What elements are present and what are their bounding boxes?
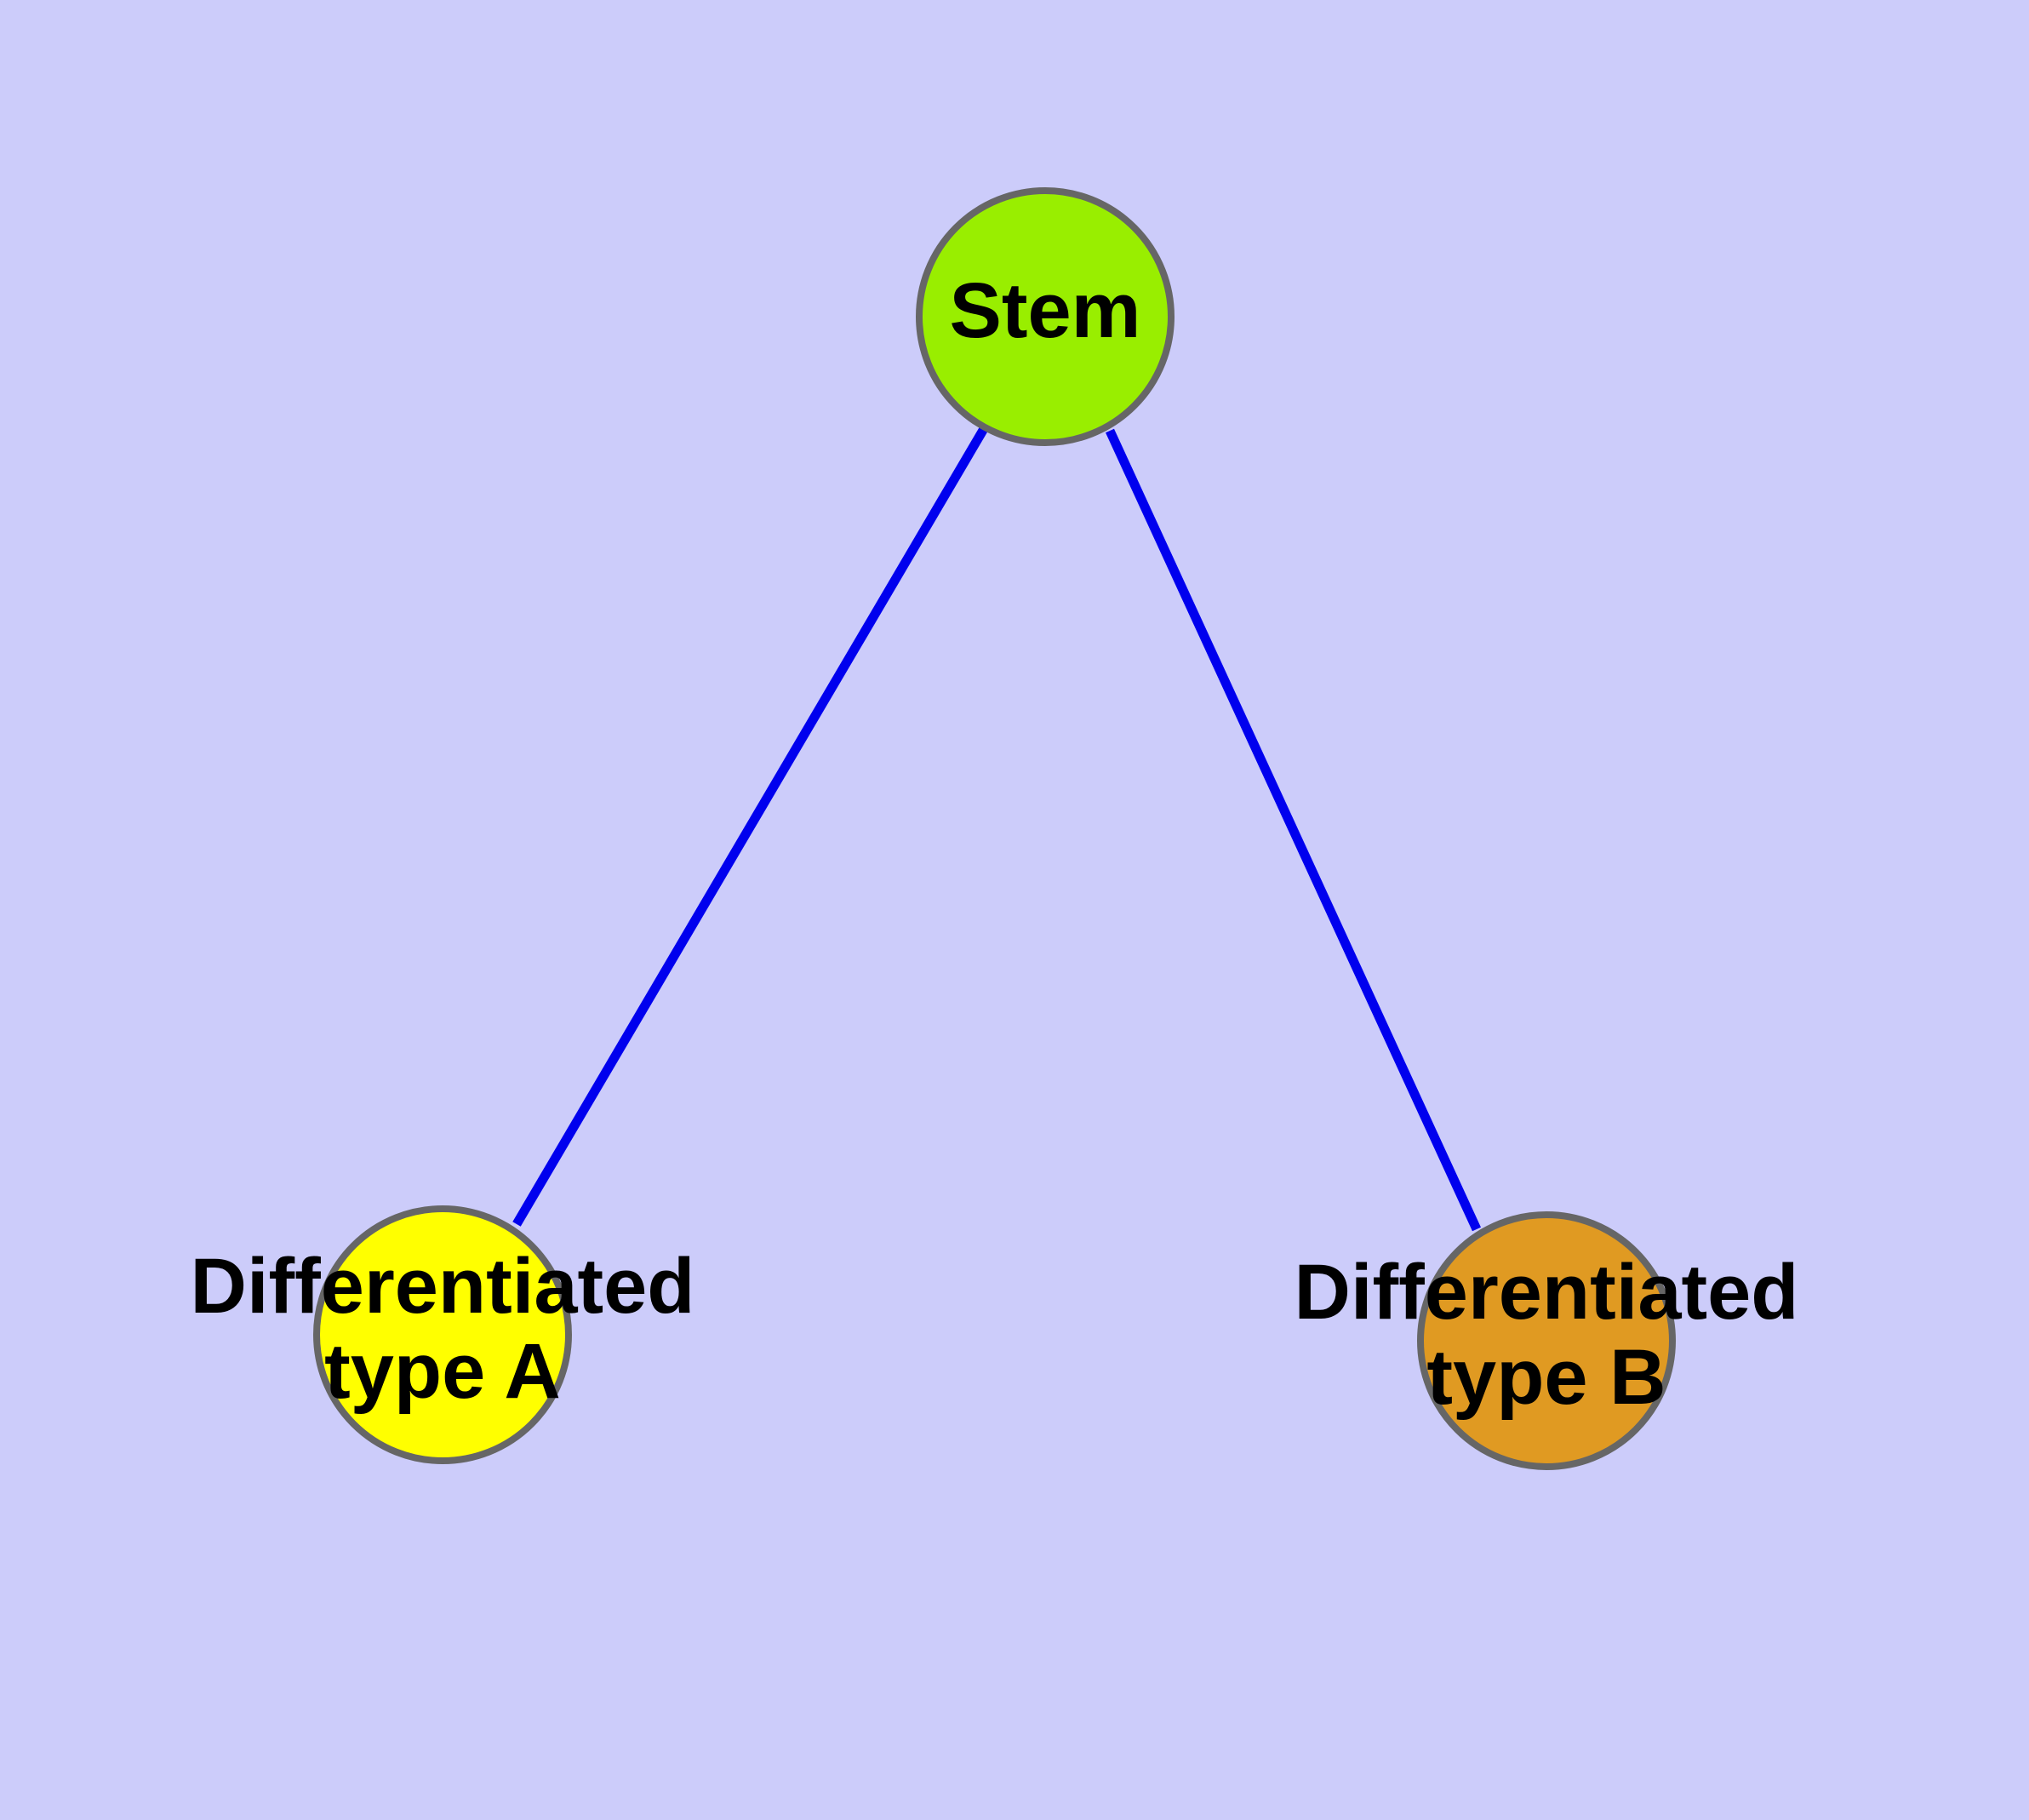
nodes-group <box>313 187 1676 1470</box>
edges-group <box>512 425 1481 1232</box>
node-differentiated-type-b[interactable] <box>1417 1211 1676 1470</box>
node-differentiated-type-a[interactable] <box>313 1205 572 1464</box>
node-label-line: Differentiated <box>191 1243 695 1330</box>
node-label-line: type A <box>324 1328 561 1415</box>
node-label-line: type B <box>1426 1334 1666 1421</box>
node-label-line: Differentiated <box>1295 1249 1799 1336</box>
node-label-line: Stem <box>950 267 1141 354</box>
edge-stem-to-differentiated-b[interactable] <box>1106 428 1481 1232</box>
edge-stem-to-differentiated-a[interactable] <box>512 425 989 1227</box>
node-stem[interactable] <box>916 187 1175 446</box>
node-label-stem: Stem <box>950 267 1141 354</box>
